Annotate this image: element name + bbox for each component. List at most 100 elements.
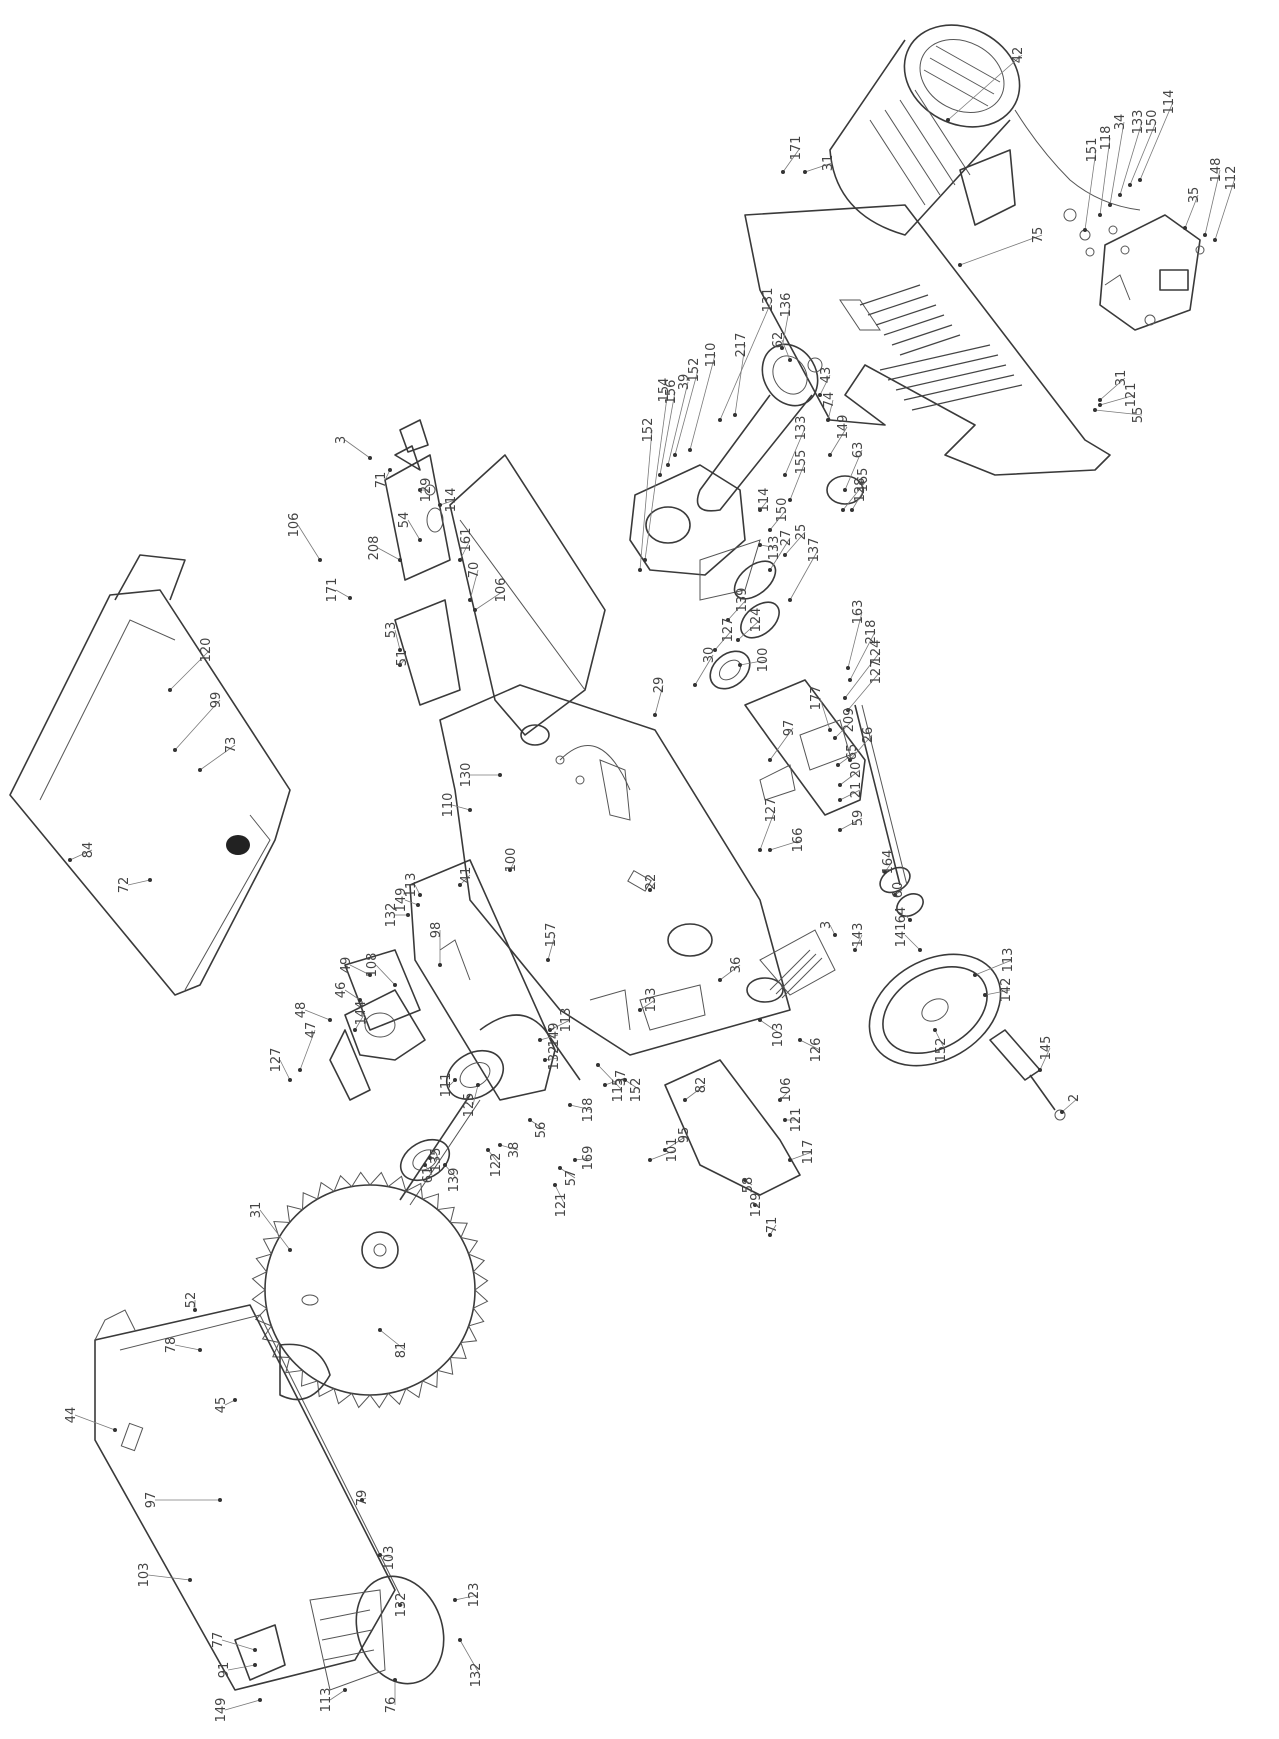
belt-pulley	[696, 343, 864, 512]
leader-anchor-dot	[486, 1148, 490, 1152]
leader-anchor-dot	[543, 1058, 547, 1062]
leader-line	[344, 439, 371, 459]
leader-line	[737, 619, 761, 641]
leader-anchor-dot	[688, 448, 692, 452]
leader-anchor-dot	[733, 413, 737, 417]
part-number-label: 114	[757, 488, 772, 513]
leader-anchor-dot	[850, 508, 854, 512]
leader-anchor-dot	[398, 648, 402, 652]
leader-anchor-dot	[838, 783, 842, 787]
leader-line	[644, 389, 669, 561]
part-number-label: 117	[801, 1140, 816, 1165]
part-number-label: 144	[354, 1001, 369, 1026]
leader-anchor-dot	[846, 666, 850, 670]
leader-line	[174, 699, 221, 751]
leader-anchor-dot	[453, 1598, 457, 1602]
leader-line	[649, 1149, 677, 1161]
part-number-label: 127	[269, 1048, 284, 1073]
part-number-label: 71	[374, 472, 389, 489]
part-number-label: 157	[544, 923, 559, 948]
leader-anchor-dot	[758, 508, 762, 512]
switch-box	[1063, 208, 1205, 331]
leader-anchor-dot	[546, 958, 550, 962]
leader-line	[354, 1012, 366, 1031]
part-number-label: 149	[214, 1698, 229, 1723]
part-number-label: 169	[581, 1146, 596, 1171]
leader-line	[1099, 137, 1111, 216]
part-number-label: 35	[1187, 187, 1202, 204]
part-number-label: 120	[199, 638, 214, 663]
leader-line	[819, 697, 831, 731]
leader-line	[734, 344, 746, 416]
part-number-label: 74	[822, 392, 837, 409]
leader-line	[439, 499, 456, 506]
leader-line	[1214, 177, 1236, 241]
leader-anchor-dot	[1098, 213, 1102, 217]
leader-line	[714, 629, 733, 651]
leader-anchor-dot	[406, 913, 410, 917]
part-number-label: 121	[1124, 383, 1139, 408]
leader-anchor-dot	[553, 1183, 557, 1187]
leader-lines	[68, 54, 1236, 1711]
leader-line	[829, 426, 848, 456]
part-number-label: 46	[334, 982, 349, 999]
leader-line	[539, 1034, 559, 1041]
leader-anchor-dot	[233, 1398, 237, 1402]
part-number-label: 64	[894, 907, 909, 924]
leader-line	[259, 1209, 291, 1251]
leader-line	[1129, 121, 1157, 186]
part-number-label: 136	[779, 293, 794, 318]
leader-line	[329, 1689, 346, 1701]
leader-line	[474, 589, 506, 611]
leader-line	[784, 427, 806, 476]
leader-line	[659, 391, 676, 476]
leader-line	[769, 537, 791, 571]
lower-guard	[94, 1304, 445, 1691]
leader-line	[934, 1029, 946, 1051]
leader-line	[574, 1157, 593, 1161]
part-number-label: 151	[1085, 138, 1100, 163]
leader-anchor-dot	[666, 463, 670, 467]
leader-anchor-dot	[253, 1648, 257, 1652]
leader-anchor-dot	[1203, 233, 1207, 237]
leader-anchor-dot	[558, 1166, 562, 1170]
part-number-label: 56	[534, 1122, 549, 1139]
leader-line	[304, 1009, 331, 1021]
leader-anchor-dot	[648, 888, 652, 892]
lever-plate	[664, 929, 836, 1196]
part-number-label: 110	[441, 793, 456, 818]
part-number-label: 133	[1131, 110, 1146, 135]
part-number-label: 60	[891, 882, 906, 899]
leader-anchor-dot	[843, 488, 847, 492]
leader-line	[904, 934, 921, 951]
leader-line	[847, 611, 863, 669]
leader-anchor-dot	[398, 558, 402, 562]
part-number-label: 59	[851, 810, 866, 827]
leader-anchor-dot	[768, 1233, 772, 1237]
leader-anchor-dot	[438, 503, 442, 507]
leader-anchor-dot	[468, 808, 472, 812]
leader-line	[424, 1164, 433, 1176]
part-number-label: 171	[325, 578, 340, 603]
leader-anchor-dot	[328, 1018, 332, 1022]
part-number-label: 106	[494, 578, 509, 603]
leader-anchor-dot	[778, 1098, 782, 1102]
leader-line	[544, 1057, 559, 1061]
leader-line	[1061, 1097, 1079, 1113]
leader-anchor-dot	[736, 638, 740, 642]
leader-anchor-dot	[836, 763, 840, 767]
leader-line	[454, 1594, 479, 1601]
part-number-label: 132	[384, 903, 399, 928]
leader-anchor-dot	[288, 1078, 292, 1082]
leader-anchor-dot	[648, 1158, 652, 1162]
leader-anchor-dot	[548, 1028, 552, 1032]
part-number-label: 73	[224, 737, 239, 754]
part-number-label: 97	[144, 1492, 159, 1509]
leader-line	[344, 989, 361, 1001]
leader-line	[597, 1064, 623, 1091]
part-number-label: 103	[137, 1563, 152, 1588]
motor-base	[744, 204, 1111, 476]
part-number-label: 113	[559, 1008, 574, 1033]
part-number-label: 44	[64, 1407, 79, 1424]
leader-anchor-dot	[198, 1348, 202, 1352]
